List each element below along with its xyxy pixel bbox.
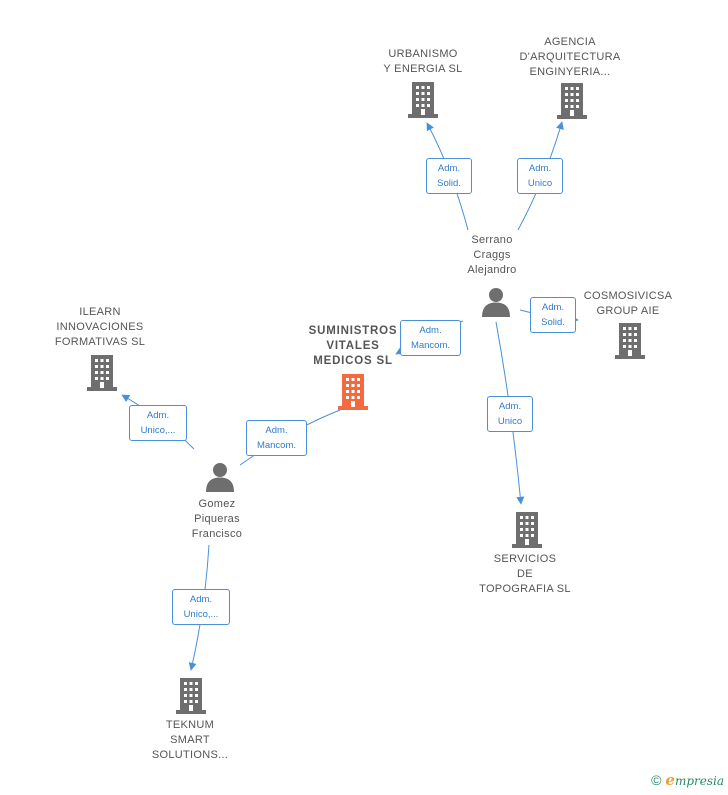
node-label-cosmosivicsa[interactable]: COSMOSIVICSA GROUP AIE — [573, 289, 683, 319]
building-icon-cosmosivicsa[interactable] — [615, 323, 645, 359]
edge-label-line: Adm. — [498, 401, 522, 412]
edge-label-line: Unico,... — [140, 425, 176, 436]
edge-label-serrano-servicios[interactable]: Adm. Unico — [487, 396, 533, 432]
label-line: Francisco — [191, 528, 243, 540]
edge-label-line: Unico — [527, 178, 553, 189]
edge-label-serrano-agencia[interactable]: Adm. Unico — [517, 158, 563, 194]
label-line: SMART — [170, 734, 210, 746]
node-label-ilearn[interactable]: ILEARN INNOVACIONES FORMATIVAS SL — [40, 305, 160, 350]
label-line: ILEARN — [79, 306, 121, 318]
label-line: TOPOGRAFIA SL — [479, 583, 571, 595]
copyright-symbol: © — [651, 772, 662, 788]
building-icon-ilearn[interactable] — [87, 355, 117, 391]
label-line: DE — [517, 568, 533, 580]
label-line: AGENCIA — [544, 36, 596, 48]
node-label-gomez[interactable]: Gomez Piqueras Francisco — [167, 497, 267, 542]
node-label-suministros[interactable]: SUMINISTROS VITALES MEDICOS SL — [293, 324, 413, 369]
edge-label-line: Mancom. — [410, 340, 451, 351]
label-line: GROUP AIE — [596, 305, 660, 317]
edge-label-line: Unico,... — [183, 609, 219, 620]
edge-label-line: Solid. — [437, 178, 461, 189]
edge-label-line: Mancom. — [256, 440, 297, 451]
node-label-servicios[interactable]: SERVICIOS DE TOPOGRAFIA SL — [465, 552, 585, 597]
node-label-teknum[interactable]: TEKNUM SMART SOLUTIONS... — [130, 718, 250, 763]
label-line: SERVICIOS — [493, 553, 557, 565]
building-icon-agencia[interactable] — [557, 83, 587, 119]
edge-label-gomez-teknum[interactable]: Adm. Unico,... — [172, 589, 230, 625]
edge-label-line: Adm. — [265, 425, 288, 436]
edge-label-serrano-cosmosivicsa[interactable]: Adm. Solid. — [530, 297, 576, 333]
edge-label-serrano-suministros[interactable]: Adm. Mancom. — [400, 320, 461, 356]
label-line: VITALES — [326, 340, 380, 352]
label-line: Alejandro — [467, 264, 517, 276]
node-label-agencia[interactable]: AGENCIA D'ARQUITECTURA ENGINYERIA... — [505, 35, 635, 80]
label-line: ENGINYERIA... — [529, 66, 611, 78]
label-line: COSMOSIVICSA — [583, 290, 673, 302]
edge-label-line: Adm. — [146, 410, 170, 421]
node-label-serrano[interactable]: Serrano Craggs Alejandro — [442, 233, 542, 278]
edge-label-line: Adm. — [419, 325, 442, 336]
label-line: SUMINISTROS — [308, 325, 398, 337]
brand-initial: e — [665, 771, 675, 789]
node-label-urbanismo[interactable]: URBANISMO Y ENERGIA SL — [363, 47, 483, 77]
label-line: FORMATIVAS SL — [54, 336, 146, 348]
label-line: INNOVACIONES — [56, 321, 144, 333]
edge-label-gomez-suministros[interactable]: Adm. Mancom. — [246, 420, 307, 456]
label-line: Serrano — [471, 234, 513, 246]
edge-label-line: Adm. — [528, 163, 552, 174]
label-line: SOLUTIONS... — [151, 749, 229, 761]
edge-label-gomez-ilearn[interactable]: Adm. Unico,... — [129, 405, 187, 441]
building-icon-servicios[interactable] — [512, 512, 542, 548]
label-line: D'ARQUITECTURA — [519, 51, 621, 63]
label-line: Craggs — [473, 249, 511, 261]
footer-brand[interactable]: ©empresia — [651, 771, 724, 789]
label-line: Piqueras — [194, 513, 240, 525]
edge-label-line: Adm. — [437, 163, 461, 174]
brand-logo: empresia — [665, 771, 724, 789]
label-line: URBANISMO — [388, 48, 458, 60]
person-icon-gomez[interactable] — [205, 462, 235, 492]
edge-label-line: Solid. — [541, 317, 565, 328]
person-icon-serrano[interactable] — [481, 287, 511, 317]
building-icon-teknum[interactable] — [176, 678, 206, 714]
edge-label-line: Adm. — [541, 302, 565, 313]
building-icon-urbanismo[interactable] — [408, 82, 438, 118]
label-line: Gomez — [198, 498, 236, 510]
edge-label-line: Unico — [497, 416, 523, 427]
label-line: TEKNUM — [165, 719, 215, 731]
edge-label-serrano-urbanismo[interactable]: Adm. Solid. — [426, 158, 472, 194]
edge-label-line: Adm. — [189, 594, 213, 605]
label-line: MEDICOS SL — [313, 355, 393, 367]
brand-rest: mpresia — [674, 774, 724, 788]
building-icon-suministros[interactable] — [338, 374, 368, 410]
label-line: Y ENERGIA SL — [383, 63, 463, 75]
